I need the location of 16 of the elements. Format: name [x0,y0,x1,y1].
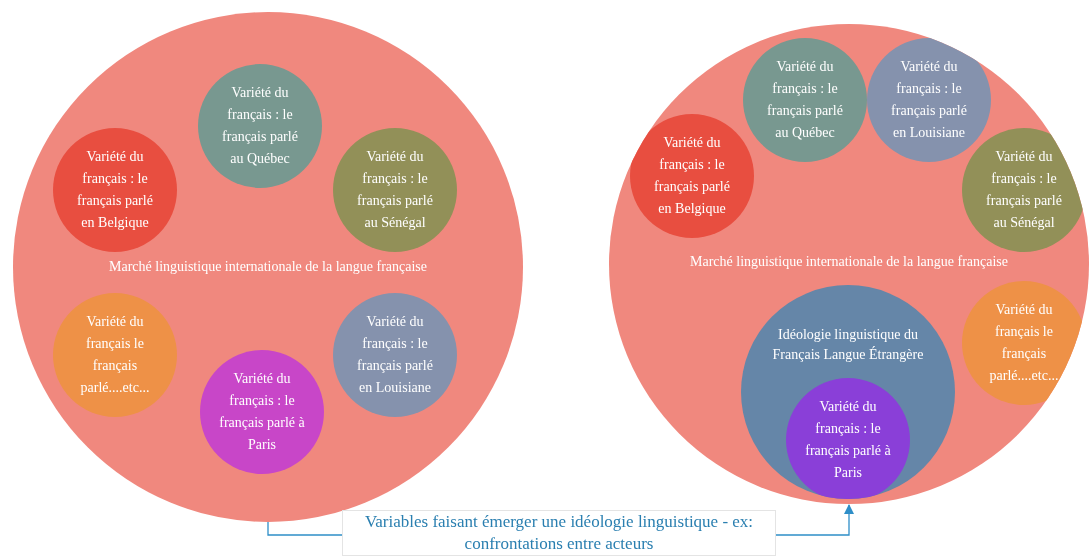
node-text: Variété du français : le français parlé en Belgique [653,134,731,218]
node-text: Variété du français : le français parlé à Paris [218,370,306,454]
market-label: Marché linguistique internationale de la langue française [108,259,428,275]
node-text: Variété du français : le français parlé en Louisiane [890,58,968,142]
edge-label: Variables faisant émerger une idéologie linguistique - ex: confrontations entre acteurs [342,510,776,556]
node-text: Variété du français : le français parlé au Québec [221,84,299,168]
node-text: Variété du français le français parlé....etc... [79,313,151,397]
market-label: Marché linguistique internationale de la langue française [689,254,1009,270]
node-text: Variété du français : le français parlé en Louisiane [356,313,434,397]
ideology-label: Idéologie linguistique du Français Langue Étrangère [771,326,925,364]
node-text: Variété du français : le français parlé en Belgique [76,148,154,232]
node-text: Variété du français : le français parlé au Sénégal [356,148,434,232]
node-text: Variété du français : le français parlé à Paris [804,398,892,482]
node-text: Variété du français : le français parlé au Québec [766,58,844,142]
node-text: Variété du français : le français parlé au Sénégal [985,148,1063,232]
node-text: Variété du français le français parlé....etc... [988,301,1060,385]
